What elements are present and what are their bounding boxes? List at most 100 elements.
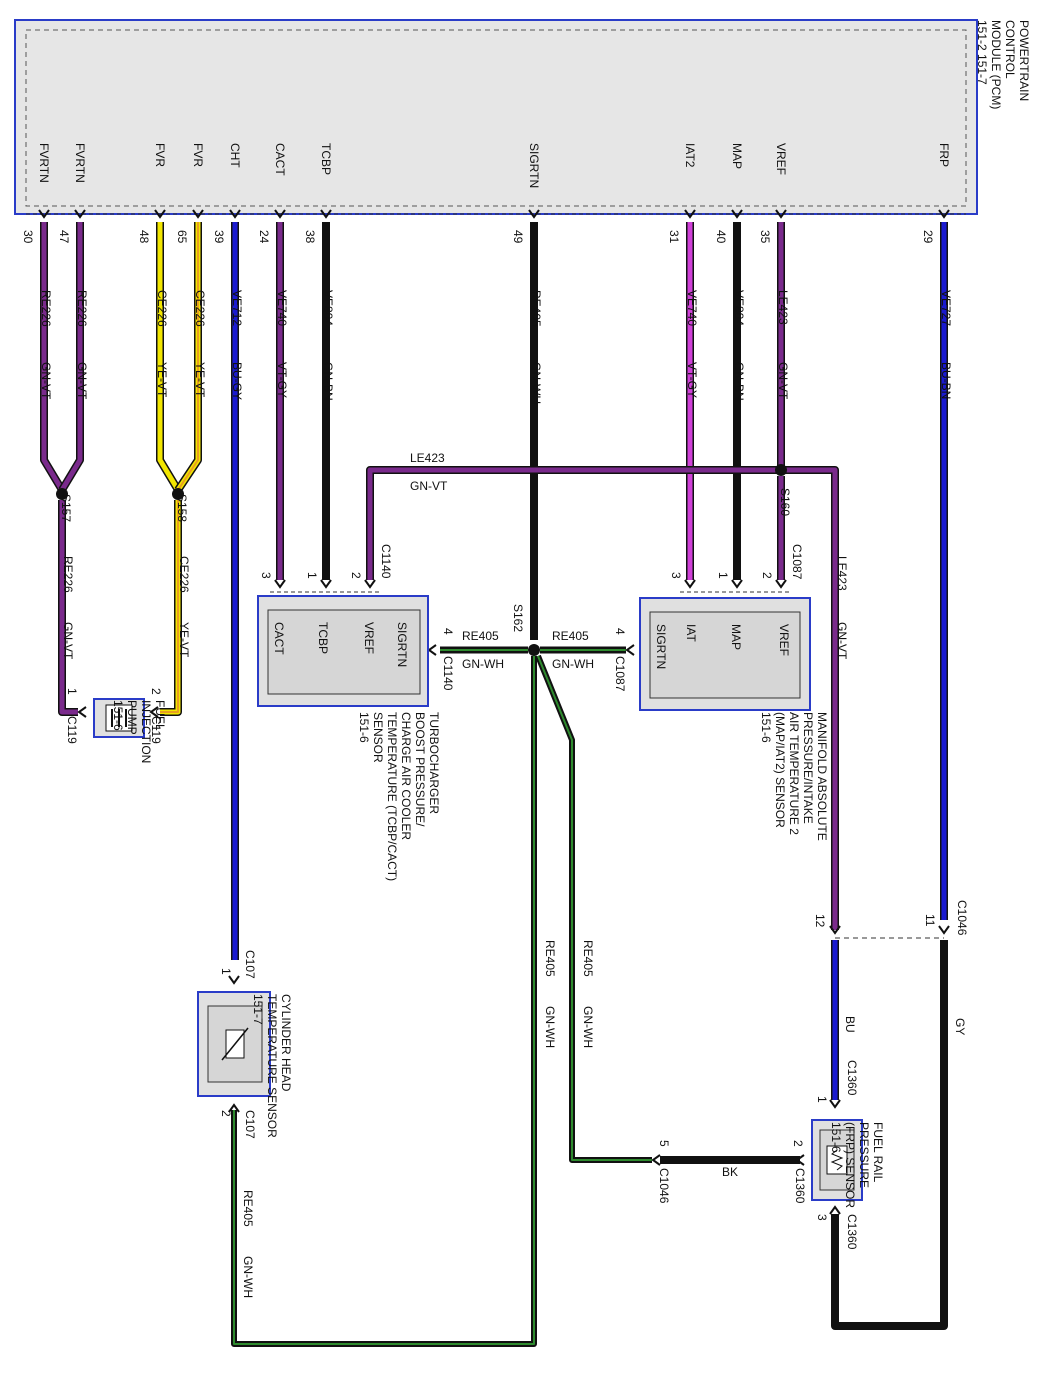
pcm-pin-label: FVRTN (37, 143, 51, 183)
frp-sensor-label: FUEL RAIL PRESSURE (FRP) SENSOR 151-6 (829, 1122, 885, 1208)
svg-text:151-6: 151-6 (759, 712, 773, 743)
pin-number: 3 (259, 572, 273, 579)
pcm-pin-chevron (74, 209, 86, 219)
wire-circuit-label: RE405 (552, 629, 589, 643)
tcbp-sensor-pins: CACT TCBP VREF SIGRTN (272, 622, 409, 667)
svg-text:SENSOR: SENSOR (371, 712, 385, 763)
pcm-pin-chevron (38, 209, 50, 219)
svg-text:151-6: 151-6 (111, 700, 125, 731)
tcbp-pin-cact: CACT (272, 622, 286, 655)
wire-fvrtn (40, 222, 66, 493)
c1087-pin-chevron (775, 579, 787, 589)
splice-s158 (172, 488, 184, 500)
wire-s158-c119 (160, 500, 182, 716)
splice-label: S162 (511, 604, 525, 632)
map-sensor-inner (649, 611, 801, 699)
c1140-pin-chevron (364, 579, 376, 589)
pcm-pin-chevron (320, 209, 332, 219)
wire-s158-c119-stripe (160, 500, 179, 713)
tcbp-pin-sigrtn: SIGRTN (395, 622, 409, 667)
c1087-pin-chevron (684, 579, 696, 589)
fuel-pump-icon (105, 704, 133, 732)
svg-text:POWERTRAIN: POWERTRAIN (1017, 20, 1031, 101)
map-pin-iat: IAT (684, 624, 698, 642)
wire-color-label: GN-WH (543, 1006, 557, 1048)
connector-label: C1360 (845, 1060, 859, 1096)
svg-text:MANIFOLD ABSOLUTE: MANIFOLD ABSOLUTE (815, 712, 829, 841)
splice-s160 (775, 464, 787, 476)
wire-color-label: GN-WH (529, 362, 543, 404)
connector-label: C119 (149, 716, 163, 744)
pcm-pin-label: CHT (228, 143, 242, 168)
pcm-pin-chevron (192, 209, 204, 219)
pin-number: 4 (441, 628, 455, 635)
svg-text:AIR TEMPERATURE 2: AIR TEMPERATURE 2 (787, 712, 801, 835)
svg-text:CONTROL: CONTROL (1003, 20, 1017, 79)
pin-number: 1 (219, 968, 233, 975)
splice-label: S160 (778, 488, 792, 516)
wire-color-label: GN-WH (581, 1006, 595, 1048)
pcm-pin-label: SIGRTN (527, 143, 541, 188)
wire-circuit-label: CE226 (177, 556, 191, 593)
c1140-pin4-chevron (427, 644, 437, 656)
svg-text:151-6: 151-6 (829, 1122, 843, 1153)
svg-text:INJECTION: INJECTION (139, 700, 153, 763)
c1046-pin5-chevron (651, 1154, 661, 1166)
wire-circuit-label: VE712 (230, 290, 244, 326)
wire-color-label: GN-VT (39, 362, 53, 400)
wire-circuit-label: VE740 (685, 290, 699, 326)
pin-number: 4 (613, 628, 627, 635)
splice-s157 (56, 488, 68, 500)
svg-text:CHARGE AIR COOLER: CHARGE AIR COOLER (399, 712, 413, 840)
wire-color-label: YE-VT (193, 362, 207, 398)
wire-color-label: BU-BN (939, 362, 953, 399)
tcbp-pin-tcbp: TCBP (316, 622, 330, 654)
wire-color-label: GN-BN (732, 362, 746, 401)
c119-pin2-chevron (149, 706, 159, 718)
map-sensor-label: MANIFOLD ABSOLUTE PRESSURE/INTAKE AIR TE… (759, 712, 829, 841)
wire-circuit-label: RE405 (543, 940, 557, 977)
c1046-pin11-chevron (938, 925, 950, 935)
pcm-pin-number: 24 (257, 230, 271, 244)
pcm-pin-number: 30 (21, 230, 35, 244)
wire-color-label: GN-VT (75, 362, 89, 400)
pin-number: 1 (65, 688, 79, 695)
wire-circuit-label: VE804 (732, 290, 746, 326)
wire-circuit-label: RE226 (39, 290, 53, 327)
pin-number: 5 (657, 1140, 671, 1147)
pcm-pin-label: FVR (153, 143, 167, 167)
pin-number: 2 (349, 572, 363, 579)
wire-fvr (174, 222, 202, 493)
svg-text:151-6: 151-6 (357, 712, 371, 743)
pcm-pin-chevron (684, 209, 696, 219)
pcm-pin-number: 29 (921, 230, 935, 244)
wire-fvrtn (58, 222, 84, 493)
pcm-pin-chevron (938, 209, 950, 219)
pcm-pin-chevron (154, 209, 166, 219)
wire-s162-c1046-fill (536, 655, 652, 1162)
svg-text:(MAP/IAT2) SENSOR: (MAP/IAT2) SENSOR (773, 712, 787, 828)
svg-text:PRESSURE: PRESSURE (857, 1122, 871, 1188)
wire-fvr (156, 222, 182, 493)
tcbp-sensor-label: TURBOCHARGER BOOST PRESSURE/ CHARGE AIR … (357, 712, 441, 881)
map-pin-sigrtn: SIGRTN (654, 624, 668, 669)
wire-color-label: GN-WH (241, 1256, 255, 1298)
wire-circuit-label: VE804 (321, 290, 335, 326)
pcm-pin-number: 40 (714, 230, 728, 244)
pcm-pin-chevron (229, 209, 241, 219)
wire-circuit-label: VE740 (275, 290, 289, 326)
pcm-pin-chevron (775, 209, 787, 219)
pcm-pin-number: 31 (667, 230, 681, 244)
wire-color-label: YE-VT (177, 622, 191, 658)
pcm-pin-label: FVRTN (73, 143, 87, 183)
pcm-title: POWERTRAIN CONTROL MODULE (PCM) 151-2 15… (975, 20, 1031, 109)
wire-circuit-label: LE423 (776, 290, 790, 325)
wire-color-label: GN-VT (61, 622, 75, 660)
wire-circuit-label: RE405 (581, 940, 595, 977)
pin-number: 2 (219, 1110, 233, 1117)
wire-circuit-label: RE226 (61, 556, 75, 593)
svg-text:TURBOCHARGER: TURBOCHARGER (427, 712, 441, 814)
connector-label: C107 (243, 1110, 257, 1139)
pcm-pin-chevron (731, 209, 743, 219)
wire-color-label: GN-VT (410, 479, 448, 493)
